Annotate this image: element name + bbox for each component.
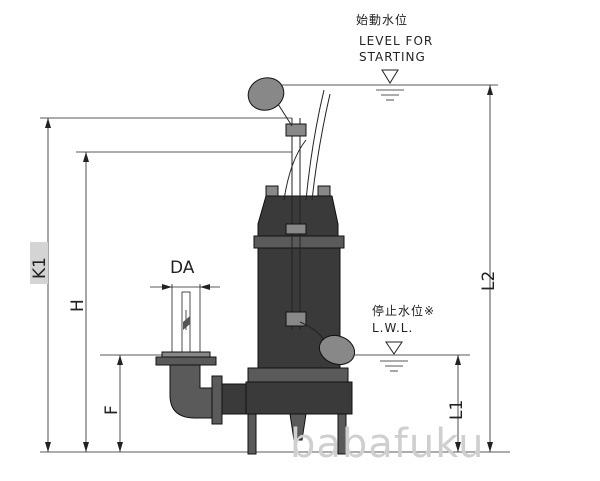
start-level-en-label-1: LEVEL FOR	[359, 34, 433, 48]
dimension-da: DA	[150, 258, 220, 290]
upper-float	[247, 77, 285, 111]
dimension-h: H	[68, 152, 89, 452]
pump-foot-right	[337, 413, 347, 455]
watermark-text: babafuku	[290, 421, 485, 467]
start-level-en-label-2: STARTING	[359, 50, 426, 64]
pump-casing	[245, 381, 353, 415]
extension-lines	[40, 117, 510, 453]
discharge-elbow	[169, 364, 219, 419]
start-level-jp-label: 始動水位	[356, 12, 408, 27]
lower-float	[318, 334, 356, 366]
f-label: F	[102, 405, 122, 415]
dimension-l2: L2	[479, 85, 499, 452]
da-label: DA	[170, 258, 195, 278]
k1-label: K1	[30, 257, 50, 279]
dimension-f: F	[102, 355, 123, 452]
h-label: H	[68, 299, 88, 312]
stop-level-en-label: L.W.L.	[372, 321, 413, 335]
stop-water-level-symbol	[338, 341, 470, 372]
motor-flange	[253, 235, 345, 249]
pump-drawing	[155, 77, 356, 455]
l1-label: L1	[447, 400, 467, 420]
l2-label: L2	[479, 271, 499, 291]
dimension-k1: K1	[30, 118, 51, 452]
pump-foot-left	[247, 413, 257, 455]
dimension-l1: L1	[447, 355, 467, 452]
discharge-flange	[155, 356, 217, 366]
stop-level-jp-label: 停止水位※	[372, 303, 435, 318]
start-water-level-symbol	[282, 69, 498, 101]
